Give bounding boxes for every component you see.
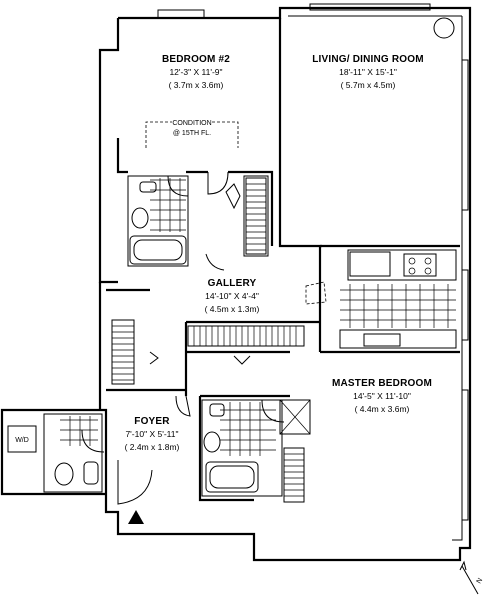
room-name-master: MASTER BEDROOM [332,378,432,389]
washer-dryer-label: W/D [15,437,29,444]
room-metric-foyer: ( 2.4m x 1.8m) [125,442,180,452]
room-metric-gallery: ( 4.5m x 1.3m) [205,304,260,314]
powder-room [43,413,105,493]
interior-walls [106,18,460,502]
room-dim-living: 18'-11" X 15'-1" [339,67,397,77]
closet-shelving [111,177,305,503]
room-name-gallery: GALLERY [208,278,257,289]
room-dim-bedroom2: 12'-3" X 11'-9" [169,67,222,77]
north-arrow-icon [459,560,479,595]
room-metric-master: ( 4.4m x 3.6m) [355,404,410,414]
room-name-bedroom2: BEDROOM #2 [162,54,230,65]
washer-dryer-box [7,425,37,453]
kitchen [305,249,457,349]
room-name-living: LIVING/ DINING ROOM [312,54,424,65]
bathroom-2 [201,399,311,497]
condition-line [145,121,172,148]
north-label: N [476,577,485,585]
room-dim-gallery: 14'-10" X 4'-4" [205,291,259,301]
condition-line2: @ 15TH FL. [173,130,211,137]
condition-line1: CONDITION [172,120,211,127]
windows [157,3,469,521]
entrance-arrow-icon [128,510,144,524]
bathroom-1 [129,175,189,265]
doors [117,171,251,505]
room-metric-living: ( 5.7m x 4.5m) [341,80,396,90]
room-dim-master: 14'-5" X 11'-10" [353,391,411,401]
room-metric-bedroom2: ( 3.7m x 3.6m) [169,80,224,90]
room-dim-foyer: 7'-10" X 5'-11" [125,429,178,439]
column [433,17,455,39]
room-name-foyer: FOYER [134,416,170,427]
